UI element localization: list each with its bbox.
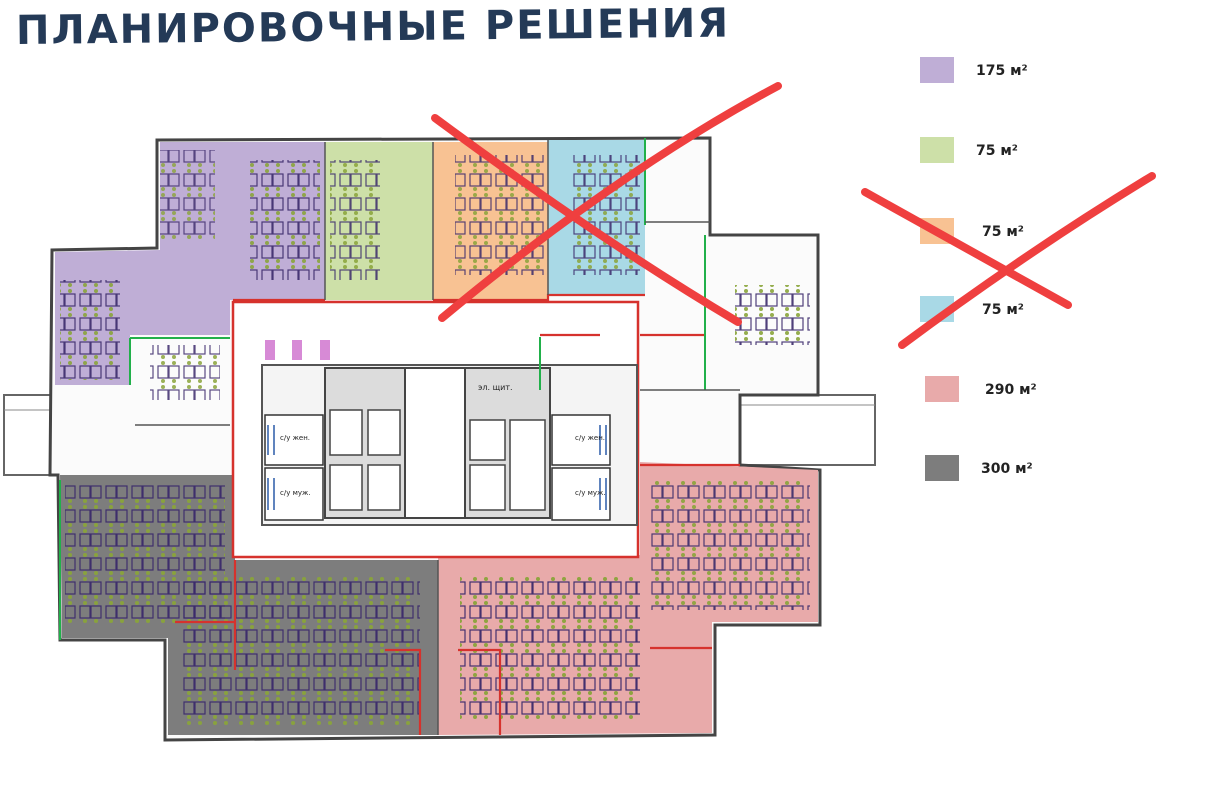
legend-label: 300 м² — [981, 461, 1033, 477]
wc-male-label-1: с/у муж. — [280, 489, 311, 497]
legend-label: 75 м² — [982, 224, 1024, 240]
legend-item-75-orange: 75 м² — [920, 218, 1024, 244]
legend-swatch — [920, 296, 954, 322]
legend-label: 175 м² — [976, 63, 1028, 79]
legend-swatch — [920, 57, 954, 83]
legend-swatch — [925, 455, 959, 481]
legend-swatch — [920, 137, 954, 163]
electrical-room-label: эл. щит. — [478, 383, 513, 392]
legend-item-175: 175 м² — [920, 57, 1028, 83]
wc-female-label-1: с/у жен. — [280, 434, 310, 442]
legend-item-75-green: 75 м² — [920, 137, 1018, 163]
wc-female-label-2: с/у жен. — [575, 434, 605, 442]
legend-item-290: 290 м² — [925, 376, 1037, 402]
legend-swatch — [925, 376, 959, 402]
legend-label: 290 м² — [985, 382, 1037, 398]
wc-male-label-2: с/у муж. — [575, 489, 606, 497]
legend-swatch — [920, 218, 954, 244]
right-corridor — [739, 394, 876, 466]
legend-label: 75 м² — [976, 143, 1018, 159]
legend-label: 75 м² — [982, 302, 1024, 318]
legend-item-300: 300 м² — [925, 455, 1033, 481]
legend-item-75-blue: 75 м² — [920, 296, 1024, 322]
